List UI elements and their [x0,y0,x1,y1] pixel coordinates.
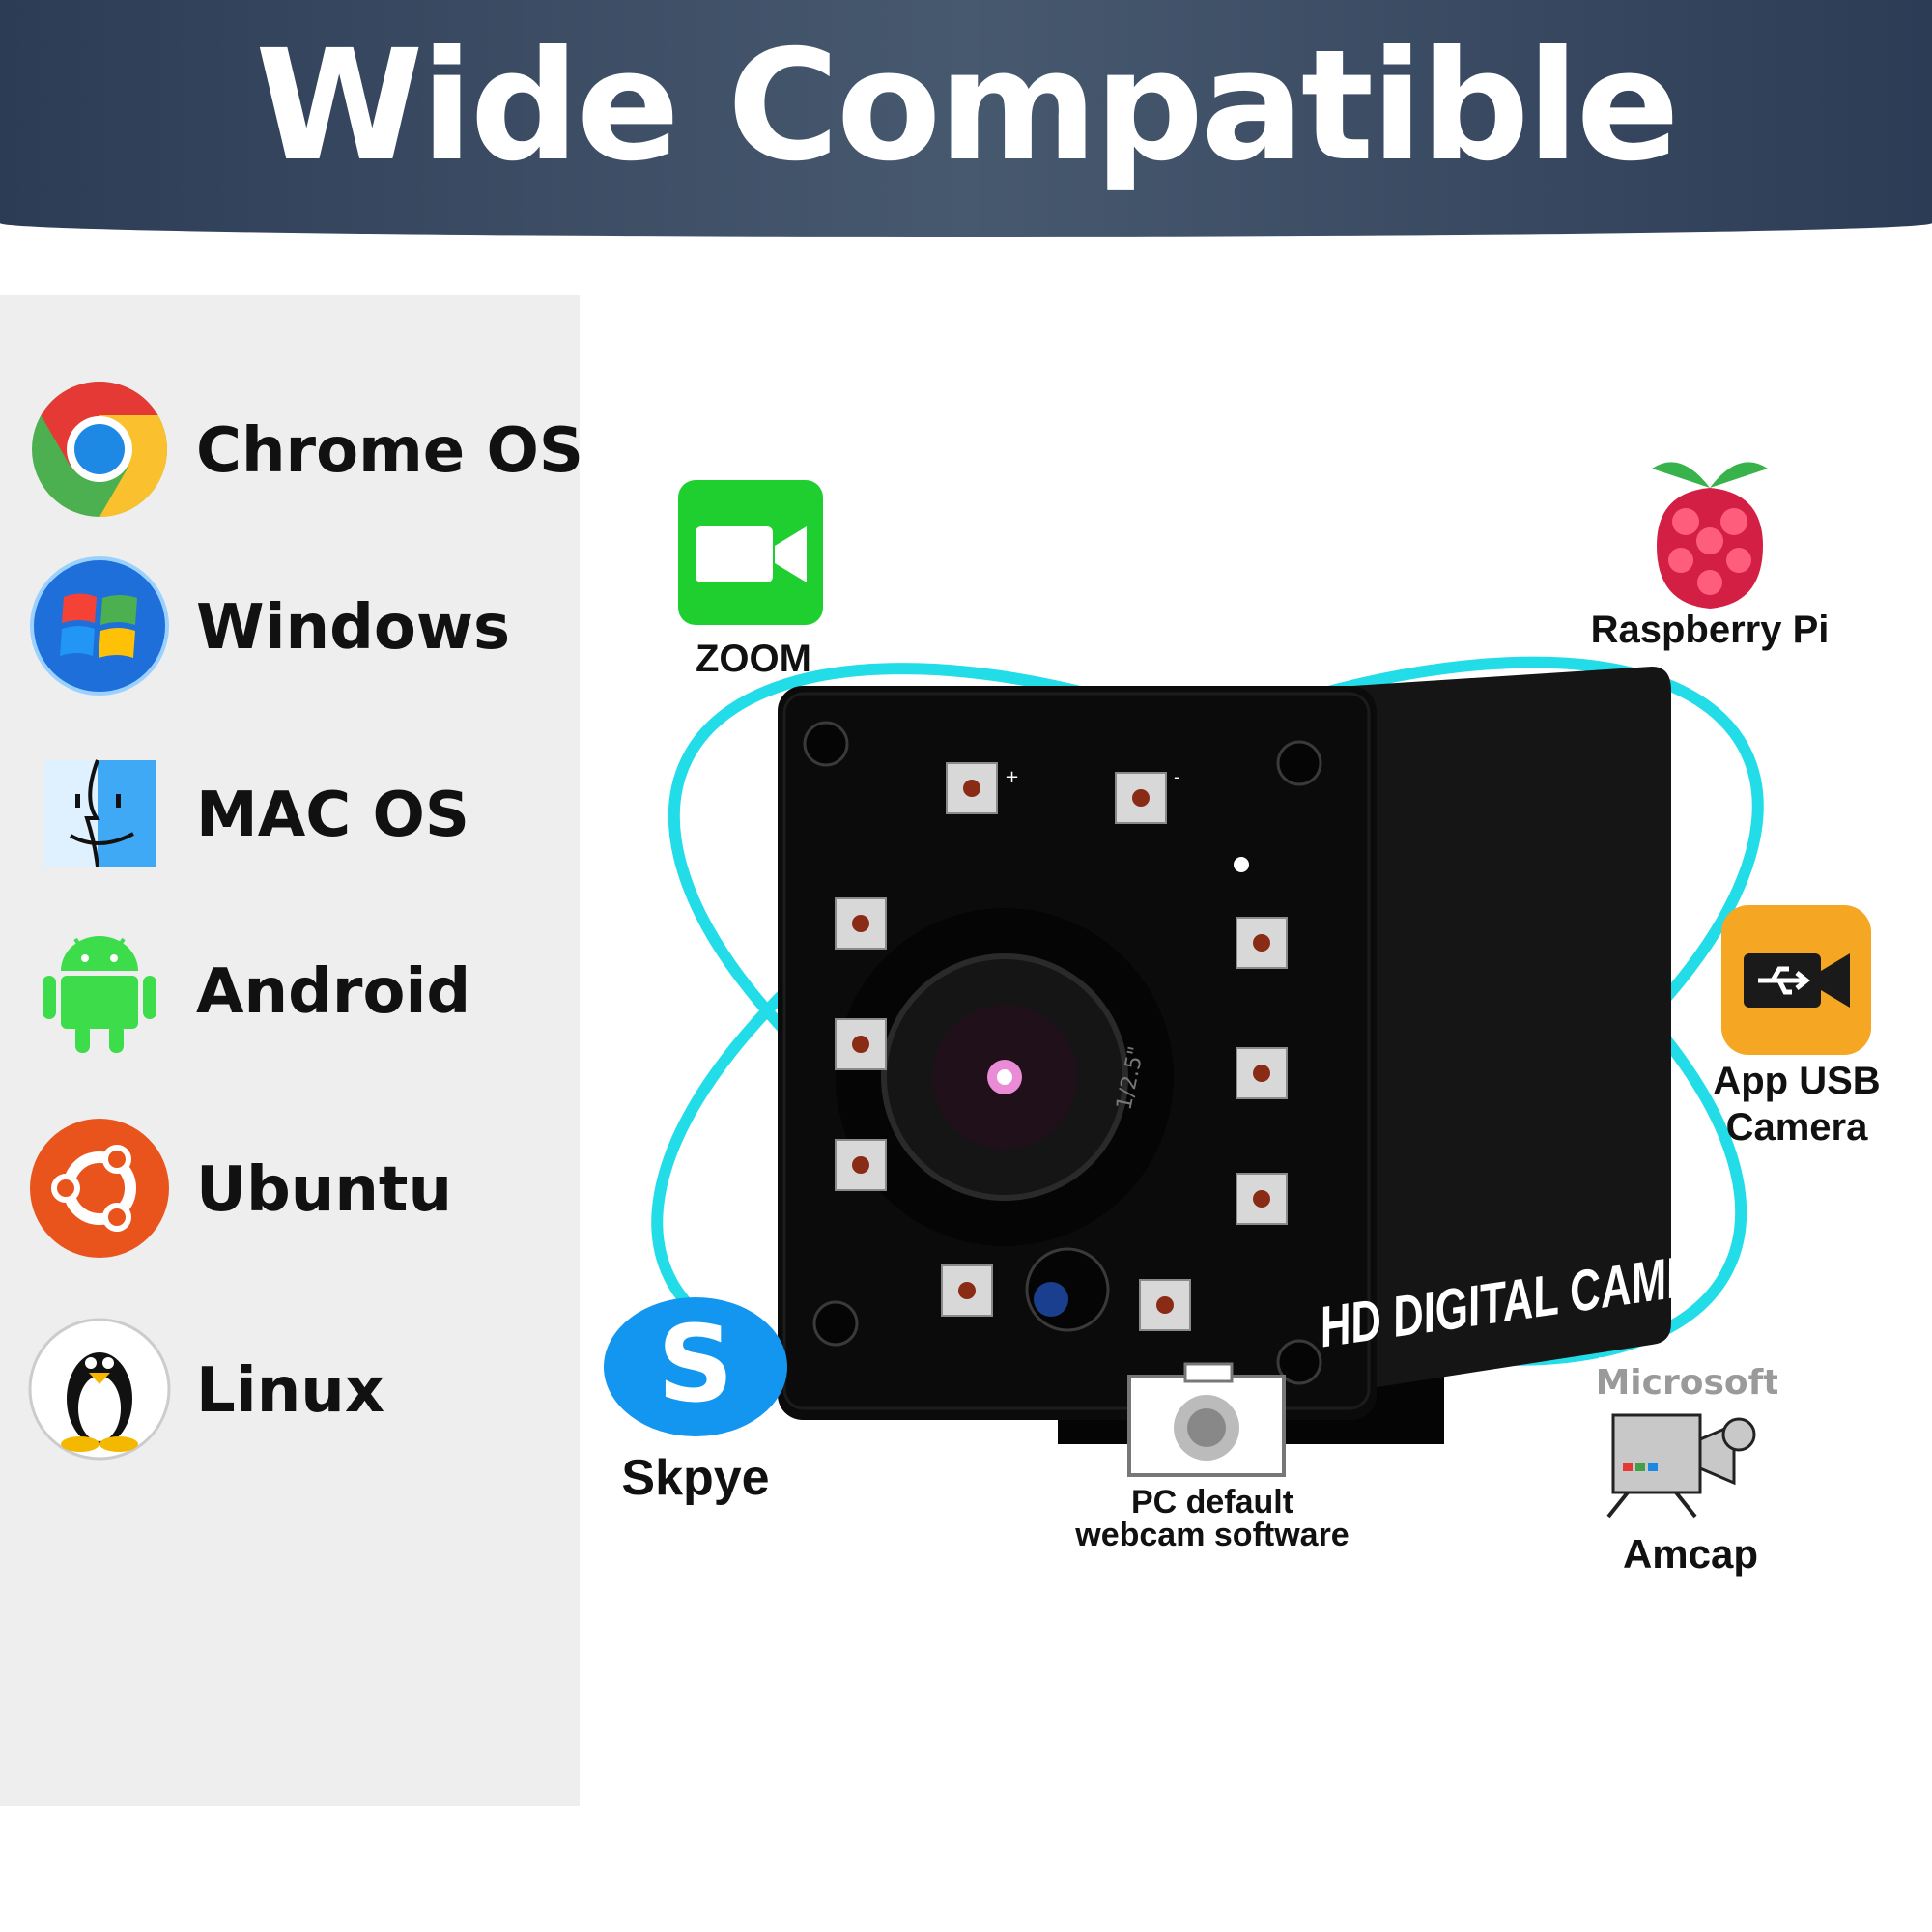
app-label-pc-webcam: PC default webcam software [1048,1486,1377,1551]
usb-camera-icon [1721,905,1871,1055]
amcap-icon: Microsoft [1599,1357,1777,1521]
led-polarity-plus: + [1005,767,1019,787]
os-label: MAC OS [196,780,469,851]
mac-finder-icon [44,759,156,867]
app-pc-webcam: PC default webcam software [1048,1362,1377,1575]
os-label: Android [196,956,471,1028]
os-item-mac: MAC OS [27,741,568,886]
amcap-brand: Microsoft [1599,1363,1777,1403]
os-item-linux: Linux [27,1317,568,1462]
ubuntu-icon [30,1119,169,1258]
chrome-icon [32,382,167,517]
page-title: Wide Compatible [255,17,1680,195]
app-label-pc-webcam-line2: webcam software [1075,1517,1350,1553]
app-zoom: ZOOM [676,478,831,691]
app-label-usb-camera-line1: App USB [1713,1060,1881,1102]
linux-tux-icon [28,1318,171,1461]
app-label-pc-webcam-line1: PC default [1130,1484,1294,1520]
os-panel: Chrome OS Windows MAC OS [0,295,583,1806]
app-amcap: Microsoft Amcap [1599,1357,1782,1589]
video-camera-icon [678,480,823,625]
app-label-usb-camera-line2: Camera [1725,1106,1868,1149]
os-item-ubuntu: Ubuntu [27,1116,568,1261]
os-label: Chrome OS [196,415,583,487]
os-label: Linux [196,1355,385,1427]
app-usb-camera: App USB Camera [1700,903,1932,1154]
header-banner: Wide Compatible [0,0,1932,237]
led-polarity-minus: - [1174,767,1180,787]
raspberry-pi-icon [1652,462,1768,609]
app-label-raspberry-pi: Raspberry Pi [1590,609,1830,651]
app-label-skype: Skpye [621,1450,770,1506]
camera-icon [1127,1362,1286,1477]
app-label-zoom: ZOOM [696,638,811,680]
os-item-windows: Windows [27,554,568,698]
os-item-chrome: Chrome OS [27,377,583,522]
os-item-android: Android [27,918,568,1063]
app-label-amcap: Amcap [1622,1531,1759,1577]
os-label: Windows [196,592,511,664]
app-raspberry-pi: Raspberry Pi [1584,449,1835,662]
os-label: Ubuntu [196,1154,453,1226]
skype-icon: S [604,1297,787,1436]
android-icon [43,936,156,1053]
app-label-usb-camera: App USB Camera [1690,1058,1903,1151]
svg-text:S: S [657,1302,733,1426]
usb-camera-product: 1/2.5" + - HD DIGITAL CAMERA [778,667,1690,1444]
windows-icon [30,556,169,696]
app-skype: S Skpye [604,1290,807,1521]
